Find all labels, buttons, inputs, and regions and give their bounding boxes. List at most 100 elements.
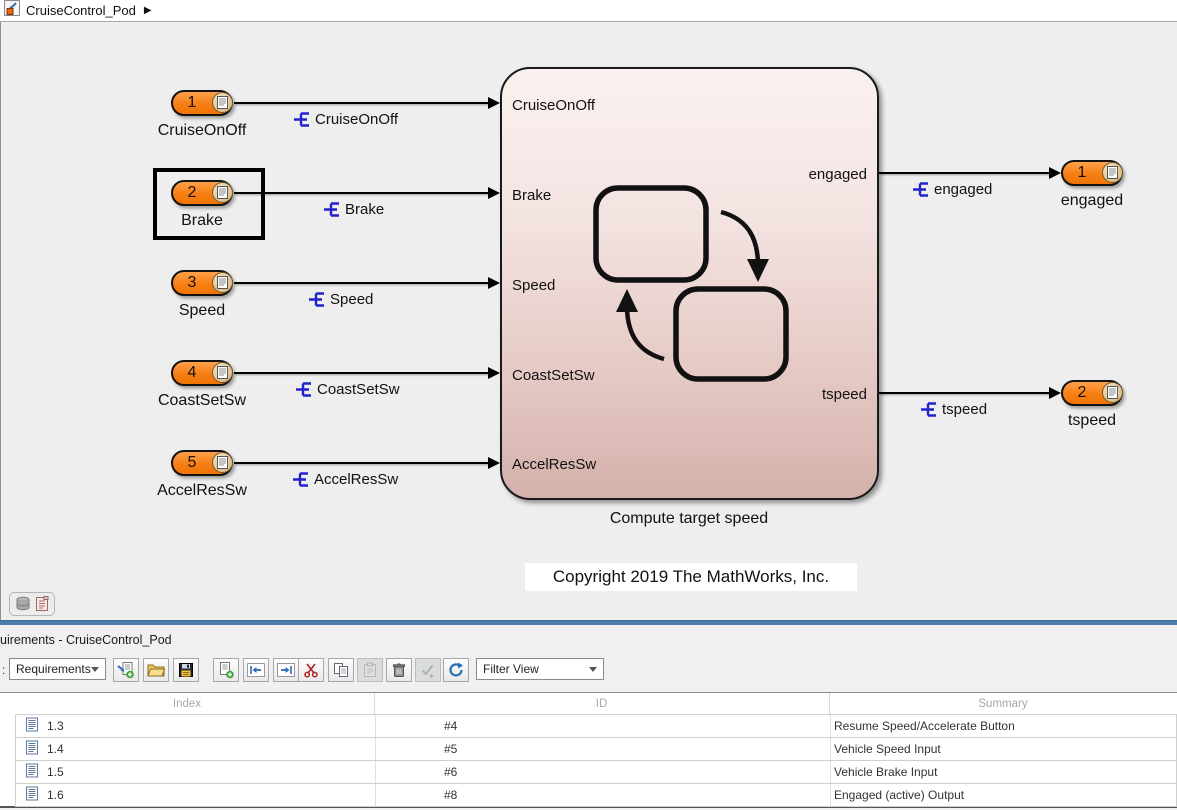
inport-number: 3 [187,274,197,291]
wire-arrowhead-icon [488,97,500,109]
signal-resolve-icon [296,381,311,397]
wire-arrowhead-icon [1049,387,1061,399]
wire-arrowhead-icon [488,457,500,469]
chart-name-label[interactable]: Compute target speed [609,510,769,527]
signal-label[interactable]: CruiseOnOff [294,110,398,128]
signal-label[interactable]: Speed [309,290,373,308]
signal-wire[interactable] [234,372,490,374]
inport-block-accelressw[interactable]: 5 [171,450,233,476]
signal-name: Speed [330,290,374,308]
column-header-index[interactable]: Index [172,698,202,710]
requirement-badge-icon[interactable] [1102,382,1123,403]
model-canvas[interactable]: 1 CruiseOnOff CruiseOnOff 2 Brake Brake [0,22,1177,620]
cell-id: #6 [444,765,458,779]
cell-index: 1.4 [47,742,64,756]
inport-label[interactable]: AccelResSw [157,482,247,499]
wire-arrowhead-icon [488,277,500,289]
copy-button[interactable] [328,658,354,682]
stateflow-chart-block[interactable]: CruiseOnOff Brake Speed CoastSetSw Accel… [500,67,879,500]
requirement-badge-icon[interactable] [1102,162,1123,183]
signal-wire[interactable] [879,392,1050,394]
inport-block-brake[interactable]: 2 [171,180,233,206]
table-row[interactable]: 1.4 #5 Vehicle Speed Input [15,737,1177,761]
inport-label[interactable]: Speed [178,302,226,319]
paste-button[interactable] [357,658,383,682]
signal-wire[interactable] [879,172,1050,174]
open-folder-button[interactable] [143,658,169,682]
wire-arrowhead-icon [1049,167,1061,179]
inport-label[interactable]: CoastSetSw [157,392,247,409]
copyright-annotation[interactable]: Copyright 2019 The MathWorks, Inc. [525,563,857,591]
column-divider [375,715,376,737]
requirement-badge-icon[interactable] [212,452,233,473]
save-button[interactable] [173,658,199,682]
requirement-doc-icon [26,740,38,758]
chevron-down-icon [91,666,99,672]
requirement-badge-icon[interactable] [212,272,233,293]
signal-resolve-icon [921,401,936,417]
cut-button[interactable] [298,658,324,682]
cell-summary: Vehicle Brake Input [834,765,938,779]
inport-number: 5 [187,454,197,471]
canvas-corner-badges[interactable] [9,592,55,616]
add-requirement-button[interactable] [213,658,239,682]
signal-label[interactable]: AccelResSw [293,470,398,488]
new-requirement-set-button[interactable] [113,658,139,682]
wire-arrowhead-icon [488,367,500,379]
column-header-summary[interactable]: Summary [978,698,1028,710]
table-row[interactable]: 1.5 #6 Vehicle Brake Input [15,760,1177,784]
signal-label[interactable]: CoastSetSw [296,380,400,398]
chart-input-port-label: Speed [512,277,556,294]
table-header-row: Index ID Summary [0,693,1177,715]
requirement-badge-icon[interactable] [212,182,233,203]
inport-block-cruiseonoff[interactable]: 1 [171,90,233,116]
inport-label[interactable]: CruiseOnOff [157,122,247,139]
column-divider [830,738,831,760]
promote-requirement-button[interactable] [243,658,269,682]
signal-wire[interactable] [234,102,490,104]
column-header-id[interactable]: ID [595,698,608,710]
model-tab-title[interactable]: CruiseControl_Pod [26,3,136,18]
cell-index: 1.5 [47,765,64,779]
cell-index: 1.6 [47,788,64,802]
cell-summary: Vehicle Speed Input [834,742,941,756]
requirement-doc-icon [26,786,38,804]
signal-wire[interactable] [234,462,490,464]
breadcrumb-arrow-icon[interactable]: ▶ [143,5,152,16]
signal-wire[interactable] [234,282,490,284]
demote-requirement-button[interactable] [273,658,299,682]
outport-block-tspeed[interactable]: 2 [1061,380,1123,406]
table-row[interactable]: 1.6 #8 Engaged (active) Output [15,783,1177,807]
delete-button[interactable] [386,658,412,682]
filter-view-dropdown[interactable]: Filter View [476,658,604,680]
column-divider [375,784,376,806]
chart-input-port-label: CoastSetSw [512,367,595,384]
signal-label[interactable]: engaged [913,180,992,198]
outport-label[interactable]: tspeed [1067,412,1117,429]
signal-resolve-icon [324,201,339,217]
requirement-badge-icon[interactable] [212,362,233,383]
table-row[interactable]: 1.3 #4 Resume Speed/Accelerate Button [15,714,1177,738]
inport-label[interactable]: Brake [181,212,223,229]
simulink-model-icon [4,0,20,21]
verify-link-button[interactable] [415,658,441,682]
outport-block-engaged[interactable]: 1 [1061,160,1123,186]
document-icon [36,596,49,611]
refresh-button[interactable] [443,658,469,682]
inport-block-speed[interactable]: 3 [171,270,233,296]
inport-block-coastsetsw[interactable]: 4 [171,360,233,386]
signal-label[interactable]: Brake [324,200,384,218]
signal-label[interactable]: tspeed [921,400,987,418]
column-divider [830,761,831,783]
outport-label[interactable]: engaged [1060,192,1124,209]
view-dropdown[interactable]: Requirements [9,658,106,680]
column-divider [830,715,831,737]
signal-wire[interactable] [234,192,490,194]
requirement-badge-icon[interactable] [212,92,233,113]
signal-name: tspeed [942,400,988,418]
chevron-down-icon [589,666,597,672]
signal-resolve-icon [294,111,309,127]
panel-splitter[interactable] [0,620,1177,625]
signal-resolve-icon [913,181,928,197]
